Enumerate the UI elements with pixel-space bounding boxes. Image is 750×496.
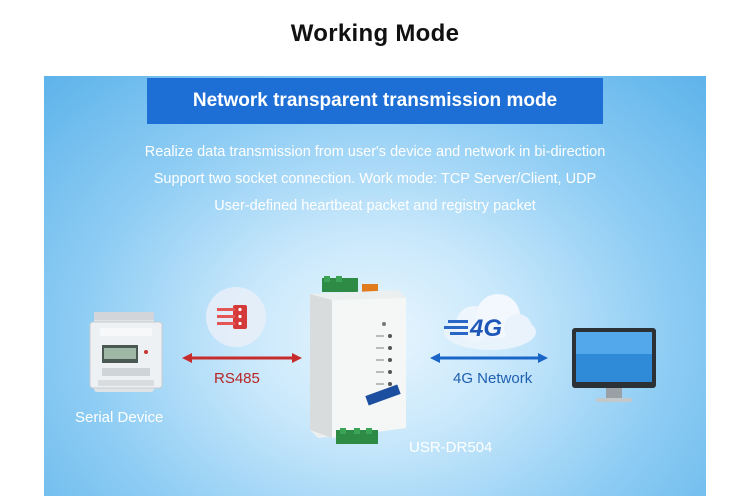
4g-cloud-icon: 4G xyxy=(444,294,536,350)
energy-meter-icon xyxy=(89,312,163,392)
rs485-arrow xyxy=(182,353,302,363)
4g-network-label: 4G Network xyxy=(453,370,533,387)
monitor-icon xyxy=(572,328,656,402)
dtu-device-label: USR-DR504 xyxy=(409,439,493,456)
mode-panel: Network transparent transmission mode Re… xyxy=(44,76,706,496)
rs485-label: RS485 xyxy=(214,370,260,387)
description-line-2: Support two socket connection. Work mode… xyxy=(153,171,597,187)
description-line-1: Realize data transmission from user's de… xyxy=(144,144,606,160)
dtu-device-icon xyxy=(310,276,406,444)
serial-device-label: Serial Device xyxy=(75,409,164,426)
4g-network-arrow xyxy=(430,353,548,363)
rs485-connector-icon xyxy=(206,287,266,347)
4g-cloud-text: 4G xyxy=(469,315,502,342)
description-line-3: User-defined heartbeat packet and regist… xyxy=(214,198,536,214)
mode-banner: Network transparent transmission mode xyxy=(147,78,603,124)
page-title: Working Mode xyxy=(290,20,460,47)
